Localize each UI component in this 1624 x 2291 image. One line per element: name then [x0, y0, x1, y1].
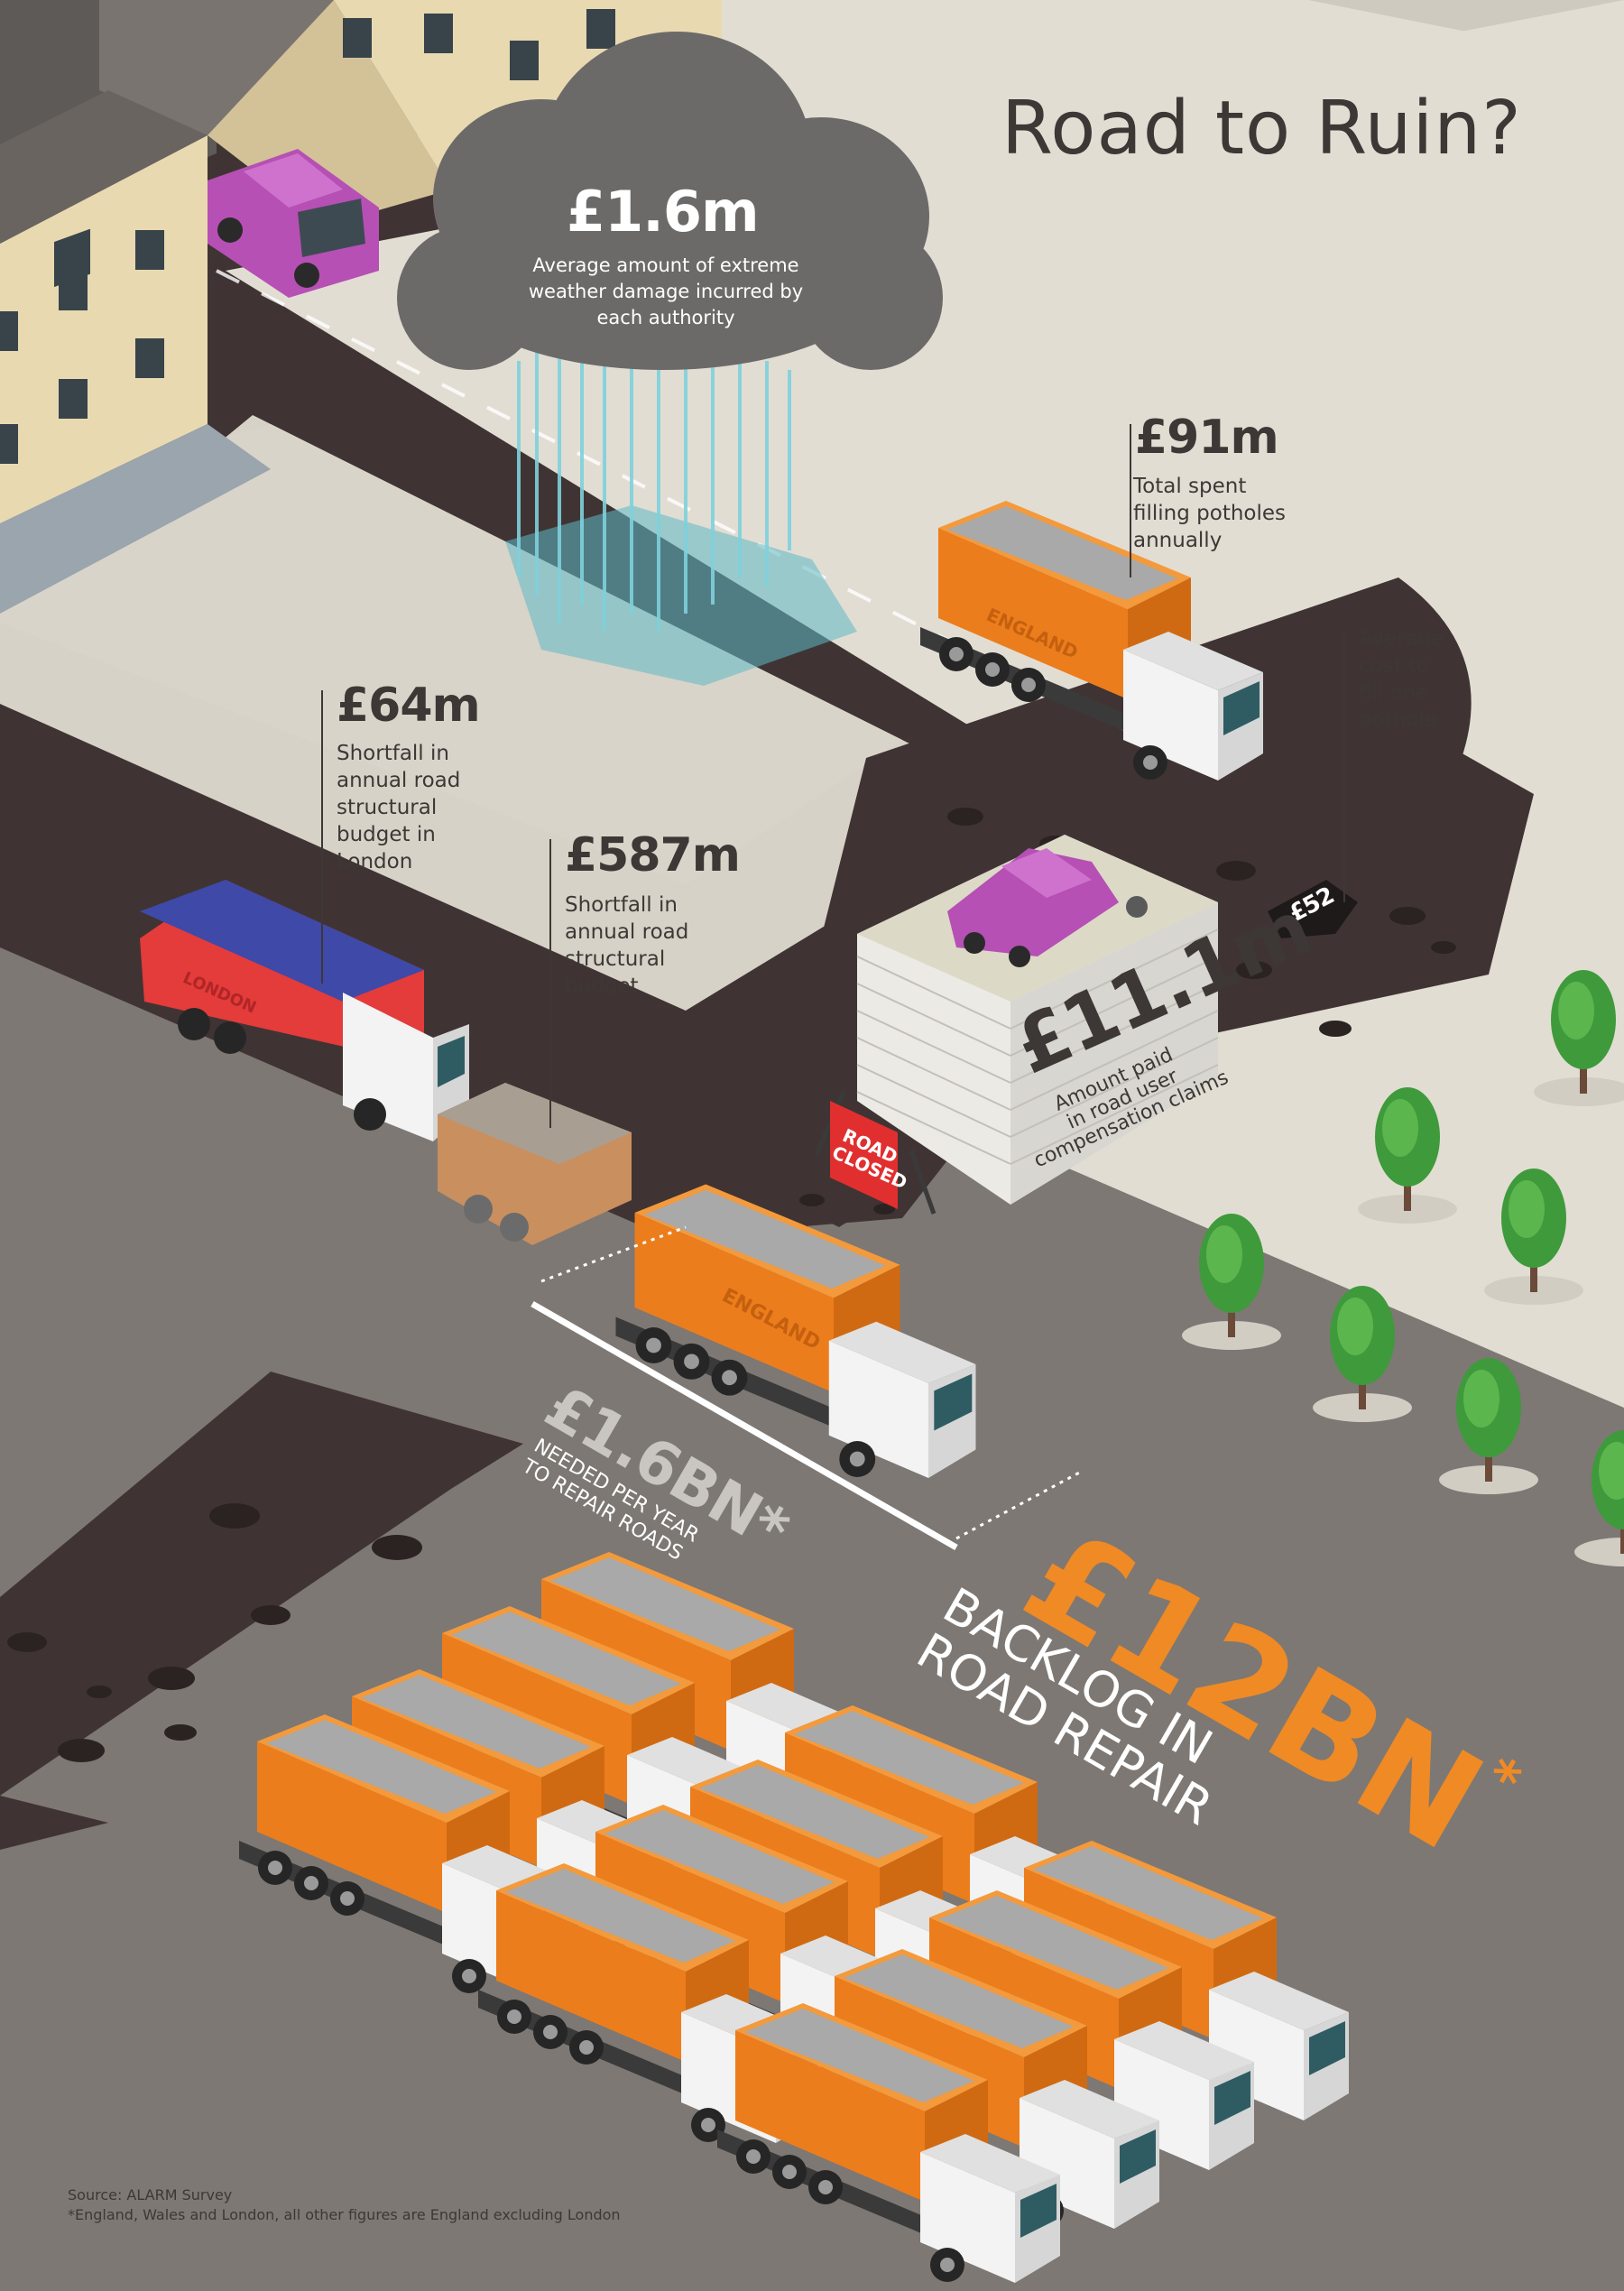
page-title: Road to Ruin? — [1001, 86, 1522, 171]
car-icon — [208, 149, 379, 298]
truck-faded — [438, 1083, 632, 1245]
source-note: Source: ALARM Survey — [68, 2186, 233, 2203]
road-closed-sign — [814, 1091, 937, 1215]
footer: Source: ALARM Survey *England, Wales and… — [68, 2185, 621, 2225]
london-shortfall-value: £64m — [337, 679, 481, 733]
weather-value: £1.6m — [567, 179, 760, 245]
banknote-stack — [856, 835, 1219, 1205]
budget-shortfall-value: £587m — [565, 828, 741, 882]
budget-shortfall-caption: Shortfall in annual road structural budg… — [565, 893, 689, 998]
london-shortfall-caption: Shortfall in annual road structural budg… — [337, 742, 461, 873]
storm-cloud — [397, 32, 943, 370]
potholes-total-caption: Total spent filling potholes annually — [1133, 475, 1287, 552]
pothole-cost-caption: Average cost to fill one pothole — [1359, 627, 1444, 732]
potholes-total-value: £91m — [1135, 411, 1279, 465]
weather-caption: Average amount of extreme weather damage… — [528, 254, 804, 328]
footnote: *England, Wales and London, all other fi… — [68, 2206, 621, 2223]
car-icon — [947, 848, 1148, 967]
